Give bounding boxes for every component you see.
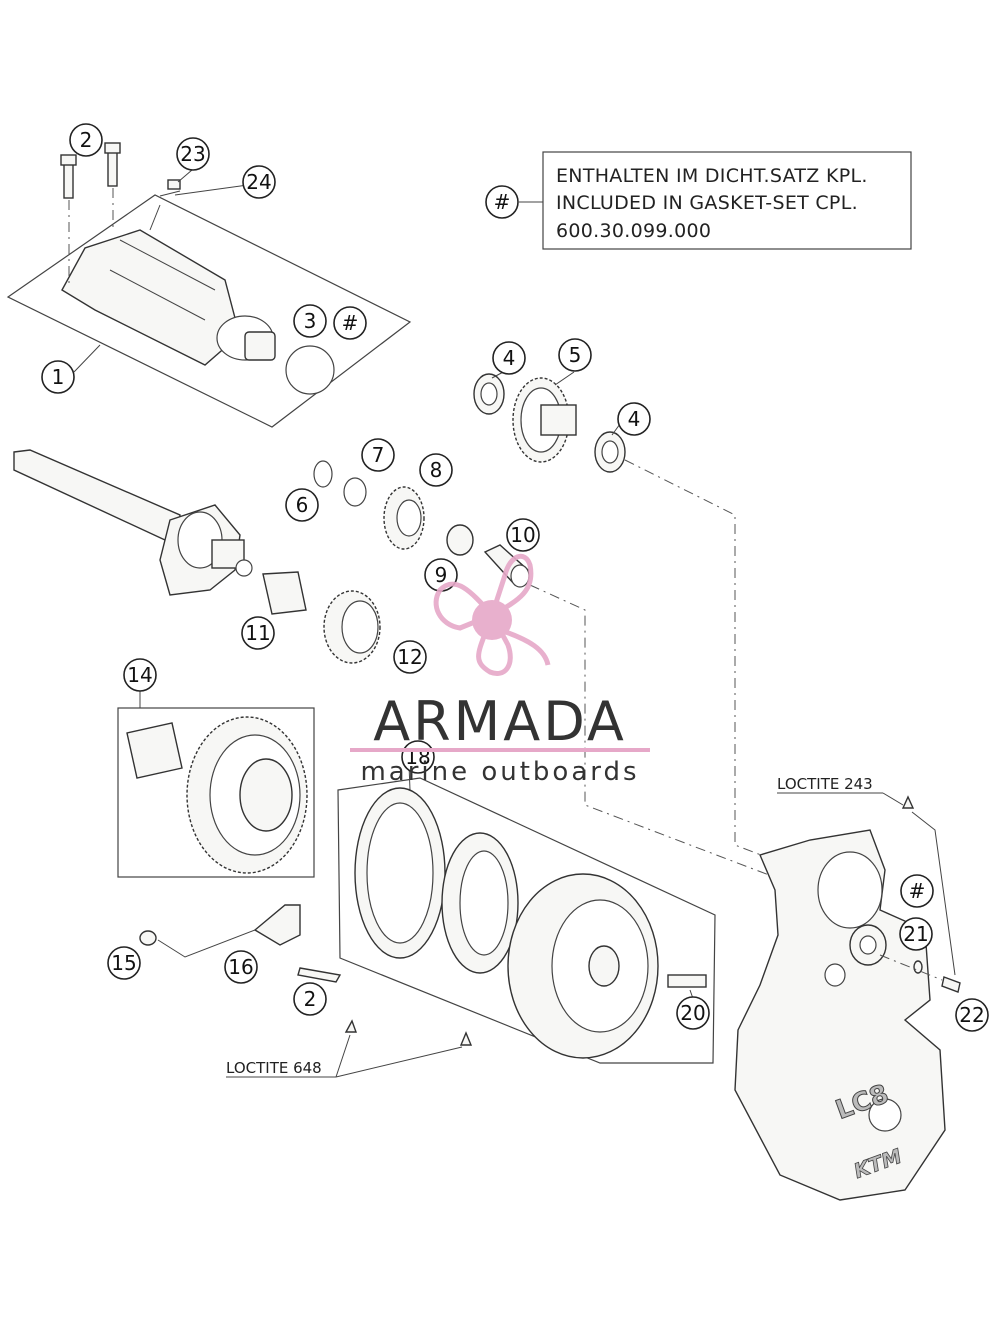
svg-text:16: 16 [228,955,253,979]
svg-text:21: 21 [903,922,928,946]
callout-7: 7 [361,438,395,472]
watermark-tagline: marine outboards [360,757,639,787]
callout-10: 10 [506,518,540,552]
ignition-cover-group: LC8 KTM [734,795,961,1201]
terminal-nut [167,179,181,190]
starter-gear-frame [117,707,315,878]
starter-gear-group [117,707,315,878]
svg-text:#: # [909,879,926,903]
lever-16 [253,904,301,946]
callout-22: 22 [955,998,989,1032]
note-line-3: 600.30.099.000 [556,220,711,242]
svg-text:3: 3 [304,309,317,333]
callout-20: 20 [676,996,710,1030]
note-hash-callout [485,185,519,219]
callout-5: 5 [558,338,592,372]
callout-24: 24 [242,165,276,199]
svg-text:8: 8 [430,458,443,482]
nut-15 [139,930,157,946]
circlip-6 [313,460,333,488]
flywheel-frame [337,777,716,1064]
callout-15: 15 [107,946,141,980]
callout-6: 6 [285,488,319,522]
svg-text:#: # [342,311,359,335]
svg-text:4: 4 [503,346,516,370]
callout-14: 14 [123,658,157,692]
needle-bearing-14 [126,722,183,779]
flywheel-group [337,777,716,1064]
svg-text:10: 10 [510,523,535,547]
svg-text:23: 23 [180,142,205,166]
callout-16: 16 [224,950,258,984]
svg-text:1: 1 [52,365,65,389]
svg-text:5: 5 [569,343,582,367]
needle-bearing-9 [446,524,474,556]
crankshaft [13,449,181,541]
callout-11: 11 [241,616,275,650]
callout-hash-cover: # [900,874,934,908]
cover-mark-lc8: LC8 [832,1079,893,1126]
svg-text:2: 2 [304,987,317,1011]
callout-hash-starter: # [333,306,367,340]
callout-1: 1 [41,360,75,394]
o-ring-21 [913,960,923,974]
loctite-648-label: LOCTITE 648 [226,1059,322,1077]
svg-text:9: 9 [435,563,448,587]
svg-text:7: 7 [372,443,385,467]
starter-motor-group [6,142,412,428]
note-frame [542,151,912,250]
watermark-name: ARMADA [373,690,627,753]
svg-text:2: 2 [80,128,93,152]
starter-motor-frame [6,194,412,428]
svg-text:6: 6 [296,493,309,517]
svg-text:4: 4 [628,407,641,431]
svg-text:14: 14 [127,663,152,687]
washer-7 [343,477,367,507]
svg-text:22: 22 [959,1003,984,1027]
idler-pinion [540,404,577,436]
callout-23: 23 [176,137,210,171]
svg-text:24: 24 [246,170,271,194]
svg-text:12: 12 [397,645,422,669]
callout-12: 12 [393,640,427,674]
svg-text:11: 11 [245,621,270,645]
svg-text:20: 20 [680,1001,705,1025]
callout-3: 3 [293,304,327,338]
idler-gear-group [473,373,801,871]
flywheel-bolt [667,974,707,988]
starter-shaft [244,331,276,361]
note-line-1: ENTHALTEN IM DICHT.SATZ KPL. [556,165,868,187]
callout-21: 21 [899,917,933,951]
callout-2-top: 2 [69,123,103,157]
loctite-labels: LOCTITE 243 LOCTITE 648 [226,775,904,1078]
svg-text:15: 15 [111,951,136,975]
bolt-2-lower [297,967,342,983]
needle-bearing-11 [262,571,307,615]
o-ring [285,345,335,395]
screw-22 [941,976,961,993]
loctite-243-label: LOCTITE 243 [777,775,873,793]
callout-8: 8 [419,453,453,487]
callout-2-bottom: 2 [293,982,327,1016]
note-hash-symbol: # [494,190,511,214]
note-line-2: INCLUDED IN GASKET-SET CPL. [556,192,858,214]
armada-watermark: ARMADA marine outboards [350,553,650,787]
starter-motor [61,229,236,366]
gasket-set-note: ENTHALTEN IM DICHT.SATZ KPL. INCLUDED IN… [485,151,912,250]
lever-group [139,904,342,983]
crankshaft-group [13,449,381,664]
callout-4-right: 4 [617,402,651,436]
propeller-logo [433,553,551,676]
callout-4-left: 4 [492,341,526,375]
